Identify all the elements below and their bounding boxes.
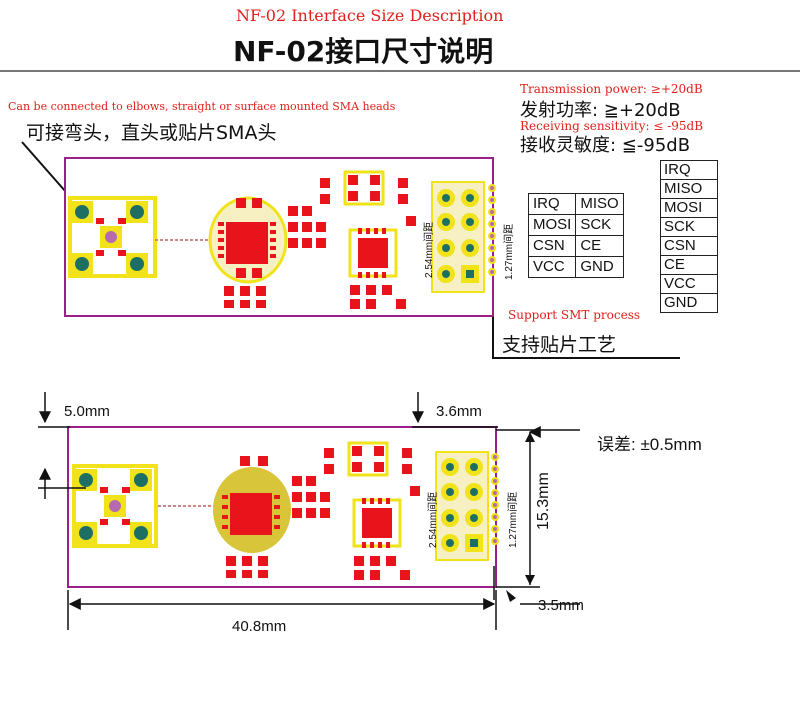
dimension-lines bbox=[38, 392, 580, 630]
pin-list-table: IRQ MISO MOSI SCK CSN CE VCC GND bbox=[660, 160, 718, 313]
sma-silkscreen bbox=[68, 196, 157, 278]
pin-list-item: SCK bbox=[660, 217, 718, 237]
dim-tolerance: 误差: ±0.5mm bbox=[597, 435, 702, 454]
tx-power-en: Transmission power: ≥+20dB bbox=[520, 82, 703, 96]
chinese-title: NF-02接口尺寸说明 bbox=[233, 35, 494, 68]
pin-list-item: GND bbox=[660, 293, 718, 313]
dim-width: 40.8mm bbox=[232, 618, 287, 635]
rx-sensitivity-cn: 接收灵敏度: ≦-95dB bbox=[520, 135, 691, 156]
rx-sensitivity-en: Receiving sensitivity: ≤ -95dB bbox=[520, 119, 704, 133]
smt-note-cn: 支持贴片工艺 bbox=[502, 334, 617, 356]
dim-pin-offset: 3.5mm bbox=[538, 597, 584, 614]
tx-power-cn: 发射功率: ≧+20dB bbox=[520, 100, 681, 121]
sma-note-en: Can be connected to elbows, straight or … bbox=[8, 100, 396, 113]
sma-hole bbox=[75, 257, 89, 271]
pin-label: IRQ bbox=[527, 193, 577, 215]
sma-hole bbox=[130, 205, 144, 219]
pin-label: GND bbox=[575, 256, 624, 278]
sma-center-hole bbox=[105, 231, 117, 243]
pin-list-item: CSN bbox=[660, 236, 718, 256]
sma-hole bbox=[130, 257, 144, 271]
dim-height: 15.3mm bbox=[535, 472, 552, 530]
mcu-silkscreen bbox=[348, 228, 398, 278]
pin-label: MOSI bbox=[527, 214, 577, 236]
pitch-label-127-bottom: 1.27mm间距 bbox=[506, 492, 519, 548]
pin-list-item: IRQ bbox=[660, 160, 718, 180]
smt-note-en: Support SMT process bbox=[508, 308, 641, 322]
rf-chip bbox=[226, 222, 268, 264]
pin-label: SCK bbox=[575, 214, 624, 236]
pin-label: MISO bbox=[575, 193, 624, 215]
pitch-label-127-top: 1.27mm间距 bbox=[502, 224, 515, 280]
bottom-board: 2.54mm间距 1.27mm间距 bbox=[67, 426, 519, 588]
sma-note-cn: 可接弯头，直头或贴片SMA头 bbox=[26, 122, 277, 144]
dim-left-offset: 5.0mm bbox=[64, 403, 110, 420]
sma-hole bbox=[75, 205, 89, 219]
pin-grid-table: IRQ MISO MOSI SCK CSN CE VCC GND bbox=[527, 193, 624, 278]
smt-leader-line bbox=[492, 300, 680, 359]
pin-list-item: CE bbox=[660, 255, 718, 275]
pin-grid-row: MOSI SCK bbox=[527, 214, 624, 236]
pin-grid-row: VCC GND bbox=[527, 256, 624, 278]
pin-list-item: MOSI bbox=[660, 198, 718, 218]
mcu-chip bbox=[358, 238, 388, 268]
pin-grid-row: IRQ MISO bbox=[527, 193, 624, 215]
english-title: NF-02 Interface Size Description bbox=[236, 6, 504, 25]
title-divider bbox=[0, 70, 800, 72]
pin-list-item: VCC bbox=[660, 274, 718, 294]
pitch-label-254-top: 2.54mm间距 bbox=[422, 222, 435, 278]
pin-label: CE bbox=[575, 235, 624, 257]
top-board: 2.54mm间距 1.27mm间距 bbox=[64, 157, 515, 317]
pitch-label-254-bottom: 2.54mm间距 bbox=[426, 492, 439, 548]
dim-right-offset: 3.6mm bbox=[436, 403, 482, 420]
